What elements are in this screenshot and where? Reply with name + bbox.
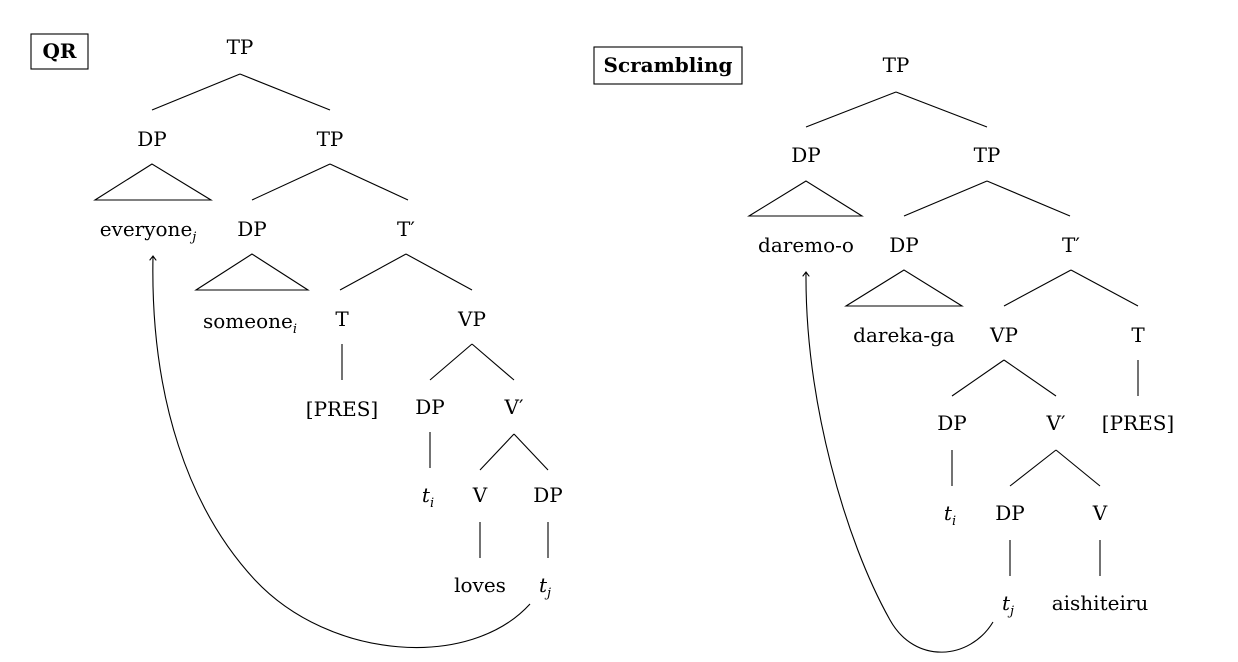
qr-node-someone: someonei: [203, 309, 297, 337]
qr-node-everyone: everyonej: [100, 217, 197, 245]
scrambling-node-pres: [PRES]: [1102, 411, 1174, 435]
scrambling-node-v-bar: V′: [1046, 411, 1066, 435]
qr-triangle-someone: [194, 253, 310, 291]
qr-node-tp-2: TP: [317, 127, 344, 151]
qr-title-box: [30, 33, 89, 70]
scrambling-node-dp-4: DP: [995, 501, 1025, 525]
qr-node-trace-j: tj: [539, 573, 551, 601]
scrambling-node-daremo: daremo-o: [758, 233, 854, 257]
scrambling-movement-arrow: [806, 272, 994, 653]
qr-node-v-bar: V′: [504, 395, 524, 419]
qr-tree: QR TP DP TP everyonej DP: [30, 33, 563, 648]
scrambling-node-dp-2: DP: [889, 233, 919, 257]
qr-node-dp-3: DP: [415, 395, 445, 419]
scrambling-node-dareka: dareka-ga: [853, 323, 955, 347]
scrambling-node-dp-1: DP: [791, 143, 821, 167]
qr-edges: [93, 73, 549, 558]
qr-node-dp-1: DP: [137, 127, 167, 151]
qr-node-tp-root: TP: [227, 35, 254, 59]
scrambling-triangle-daremo: [747, 180, 864, 217]
qr-node-v: V: [472, 483, 488, 507]
qr-title: QR: [42, 39, 76, 63]
qr-node-dp-4: DP: [533, 483, 563, 507]
scrambling-node-trace-i: ti: [944, 501, 956, 529]
scrambling-node-dp-3: DP: [937, 411, 967, 435]
scrambling-node-trace-j: tj: [1002, 591, 1014, 619]
qr-node-trace-i: ti: [422, 483, 434, 511]
scrambling-title: Scrambling: [604, 53, 733, 77]
scrambling-node-aishiteiru: aishiteiru: [1052, 591, 1149, 615]
qr-node-vp: VP: [457, 307, 486, 331]
scrambling-node-t: T: [1131, 323, 1145, 347]
scrambling-node-v: V: [1092, 501, 1108, 525]
scrambling-node-tp-2: TP: [974, 143, 1001, 167]
scrambling-tree: Scrambling TP DP TP daremo-o: [593, 46, 1174, 653]
qr-node-t: T: [335, 307, 349, 331]
scrambling-node-tp-root: TP: [883, 53, 910, 77]
scrambling-edges: [747, 91, 1139, 576]
qr-node-t-bar: T′: [397, 217, 415, 241]
qr-node-pres: [PRES]: [306, 397, 378, 421]
qr-movement-arrow: [153, 256, 531, 648]
scrambling-triangle-dareka: [844, 269, 964, 307]
scrambling-node-vp: VP: [989, 323, 1018, 347]
scrambling-node-t-bar: T′: [1062, 233, 1080, 257]
scrambling-title-box: [593, 46, 743, 85]
qr-node-dp-2: DP: [237, 217, 267, 241]
qr-node-loves: loves: [454, 573, 506, 597]
qr-triangle-everyone: [93, 163, 213, 201]
